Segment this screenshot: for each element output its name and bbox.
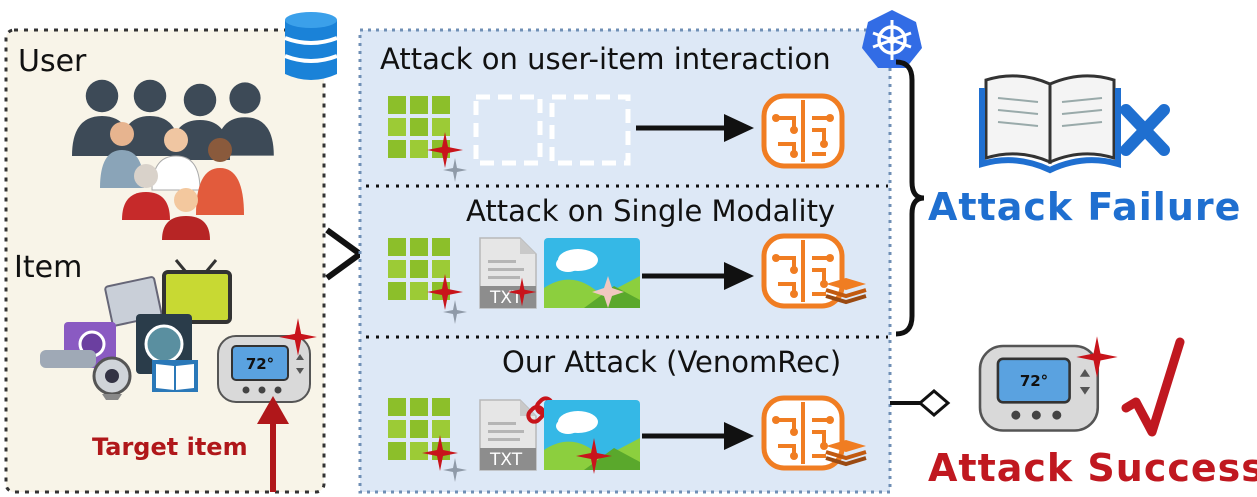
cross-icon xyxy=(1120,104,1170,156)
brain-icon xyxy=(764,96,842,166)
file-type-label: TXT xyxy=(489,450,523,470)
missing-modality-slot xyxy=(473,94,543,166)
grouping-brace xyxy=(895,59,925,337)
section-venomrec-attack: TXT xyxy=(388,396,868,482)
thermostat-reading: 72° xyxy=(246,355,274,373)
target-arrow xyxy=(257,396,289,492)
target-thermostat-icon: 72° xyxy=(217,335,311,403)
item-label: Item xyxy=(14,250,83,285)
section-title-venomrec: Our Attack (VenomRec) xyxy=(502,345,842,379)
section-title-user-item: Attack on user-item interaction xyxy=(380,42,831,76)
image-icon xyxy=(544,238,640,308)
item-collection-icon xyxy=(40,259,232,400)
missing-modality-slot xyxy=(549,94,631,166)
book-icon xyxy=(979,74,1121,174)
section-single-modality-attack: TXT xyxy=(388,236,868,324)
target-item-label: Target item xyxy=(92,433,248,461)
check-icon xyxy=(1121,337,1185,437)
user-label: User xyxy=(18,44,87,79)
thermostat-reading: 72° xyxy=(1020,372,1048,390)
section-title-single-modality: Attack on Single Modality xyxy=(466,194,836,228)
success-thermostat-icon: 72° xyxy=(978,344,1100,432)
connector-diamond xyxy=(917,389,951,417)
database-icon xyxy=(284,12,338,80)
attack-failure-label: Attack Failure xyxy=(928,185,1242,229)
flow-chevron xyxy=(325,227,366,281)
kubernetes-icon xyxy=(862,10,922,68)
user-group-icon xyxy=(72,79,274,240)
section-user-item-attack xyxy=(388,96,842,182)
attack-success-label: Attack Success xyxy=(928,446,1257,490)
